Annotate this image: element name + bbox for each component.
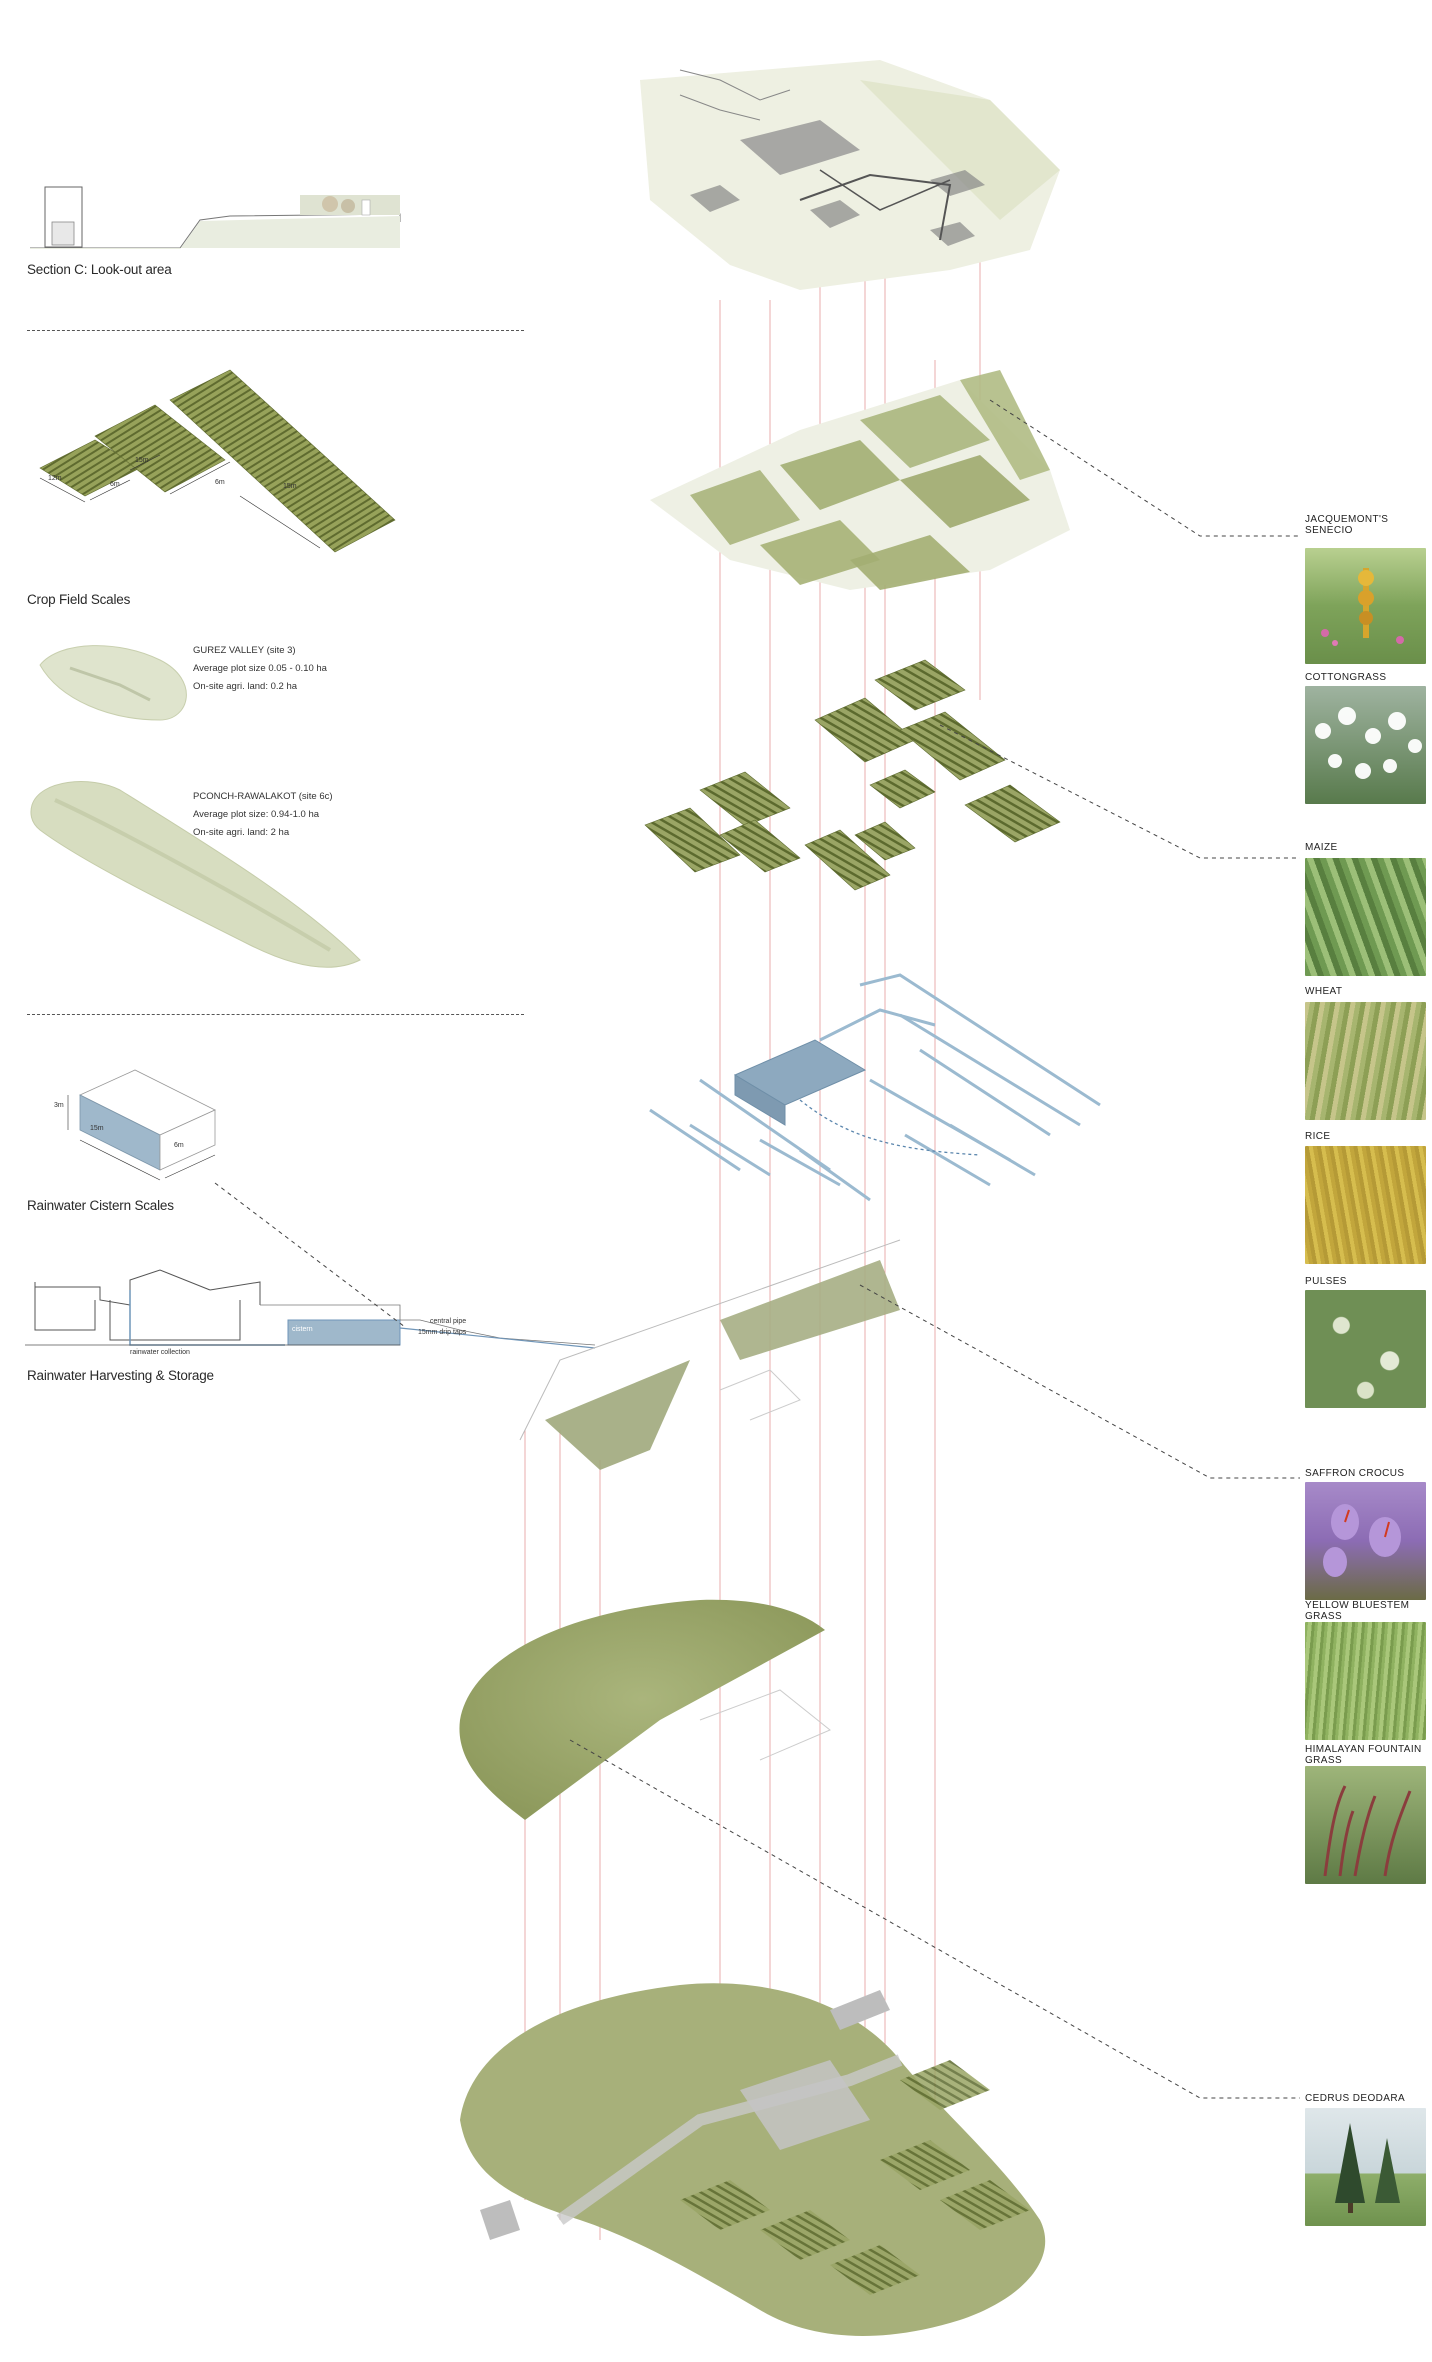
plant-label-cottongrass: COTTONGRASS xyxy=(1305,672,1387,683)
site-3-plot: Average plot size 0.05 - 0.10 ha xyxy=(193,663,327,674)
rice-photo xyxy=(1305,1146,1426,1264)
site-3-land: On-site agri. land: 0.2 ha xyxy=(193,681,298,692)
layer-meadow-patches xyxy=(650,370,1070,590)
maize-photo xyxy=(1305,858,1426,976)
cistern-dim-width: 6m xyxy=(174,1142,184,1149)
layer-lookout-plan xyxy=(640,60,1060,290)
cistern-dim-length: 15m xyxy=(90,1125,104,1132)
cedar-photo xyxy=(1305,2108,1426,2226)
section-c-caption: Section C: Look-out area xyxy=(27,262,172,277)
wheat-photo xyxy=(1305,1002,1426,1120)
site-3-name: GUREZ VALLEY (site 3) xyxy=(193,645,296,656)
cottongrass-photo xyxy=(1305,686,1426,804)
layer-saffron-patches xyxy=(519,1239,901,1470)
pulses-photo xyxy=(1305,1290,1426,1408)
crop-dim-4: 6m xyxy=(215,479,225,486)
site-6c-land: On-site agri. land: 2 ha xyxy=(193,827,290,838)
bluestem-photo xyxy=(1305,1622,1426,1740)
harvest-label-pipe: central pipe xyxy=(430,1318,467,1325)
harvest-label-collection: rainwater collection xyxy=(130,1349,190,1356)
plant-label-senecio: JACQUEMONT'S SENECIO xyxy=(1305,514,1389,536)
layer-base-site xyxy=(460,1983,1046,2337)
layer-rainwater-system xyxy=(649,973,1101,1202)
site-6c-plot: Average plot size: 0.94-1.0 ha xyxy=(193,809,320,820)
crop-dim-3: 15m xyxy=(135,457,149,464)
plant-label-pulses: PULSES xyxy=(1305,1276,1347,1287)
senecio-photo xyxy=(1305,548,1426,664)
plant-label-rice: RICE xyxy=(1305,1131,1331,1142)
crop-dim-2: 6m xyxy=(110,481,120,488)
harvest-label-cistern: cistern xyxy=(292,1326,313,1333)
layer-grass-meadow xyxy=(459,1599,831,1820)
crop-dim-1: 12m xyxy=(48,475,62,482)
fountain-grass-photo xyxy=(1305,1766,1426,1884)
harvesting-caption: Rainwater Harvesting & Storage xyxy=(27,1368,214,1383)
crop-dim-5: 15m xyxy=(283,483,297,490)
site-6c-info: PCONCH-RAWALAKOT (site 6c) Average plot … xyxy=(193,788,333,842)
cistern-dim-height: 3m xyxy=(54,1102,64,1109)
crop-field-scales-caption: Crop Field Scales xyxy=(27,592,131,607)
plant-label-bluestem: YELLOW BLUESTEM GRASS xyxy=(1305,1600,1410,1622)
cistern-caption: Rainwater Cistern Scales xyxy=(27,1198,174,1213)
site-6c-name: PCONCH-RAWALAKOT (site 6c) xyxy=(193,791,333,802)
divider xyxy=(27,1014,524,1015)
site-3-info: GUREZ VALLEY (site 3) Average plot size … xyxy=(193,642,327,696)
crocus-photo xyxy=(1305,1482,1426,1600)
layer-crop-fields xyxy=(644,659,1061,891)
plant-label-fountain-grass: HIMALAYAN FOUNTAIN GRASS xyxy=(1305,1744,1422,1766)
plant-label-wheat: WHEAT xyxy=(1305,986,1343,997)
plant-label-cedrus: CEDRUS DEODARA xyxy=(1305,2093,1406,2104)
divider xyxy=(27,330,524,331)
plant-label-maize: MAIZE xyxy=(1305,842,1338,853)
plant-label-saffron: SAFFRON CROCUS xyxy=(1305,1468,1405,1479)
harvest-label-taps: 15mm drip taps xyxy=(418,1329,467,1336)
